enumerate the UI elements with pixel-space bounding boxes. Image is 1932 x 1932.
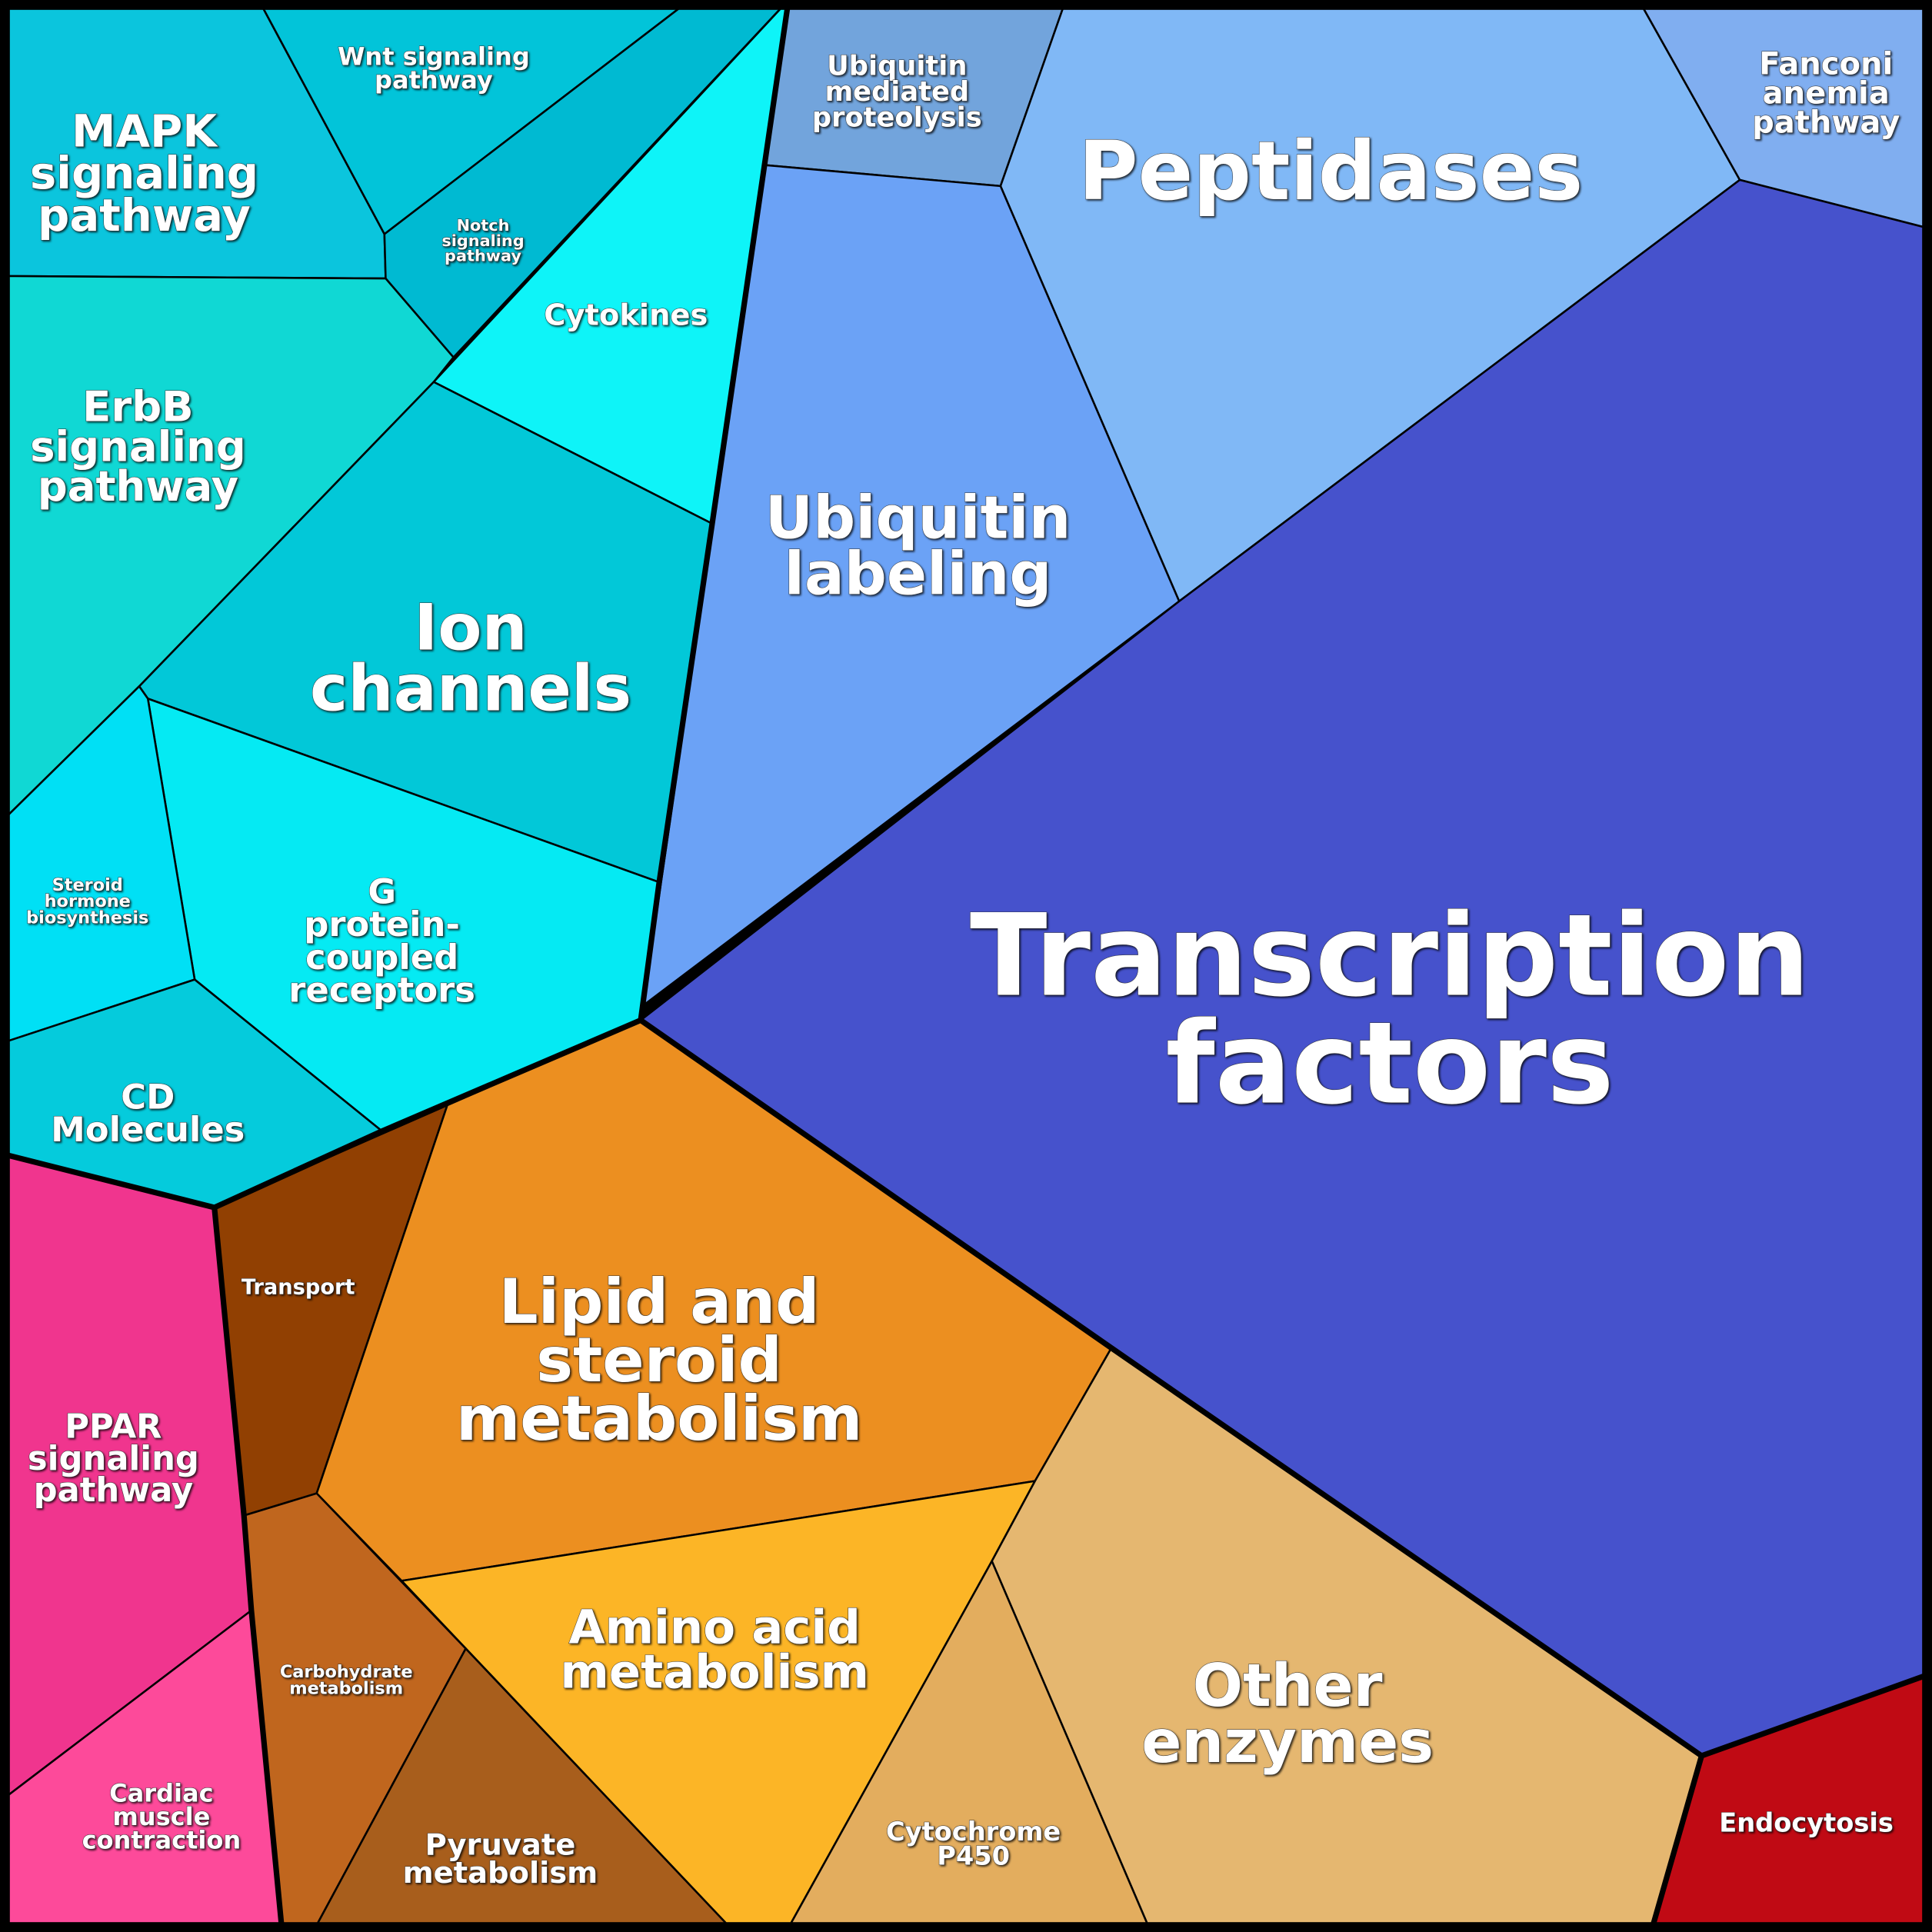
label-line: Notch — [457, 216, 510, 235]
label-line: mediated — [824, 76, 969, 108]
label-line: metabolism — [560, 1644, 869, 1699]
label-line: channels — [310, 651, 631, 725]
cell-steroid — [0, 685, 196, 1045]
label-line: ErbB — [82, 382, 194, 431]
label-line: coupled — [305, 937, 458, 978]
label-line: Amino acid — [569, 1600, 861, 1654]
cell-pyruvate — [311, 1647, 736, 1932]
label-line: Other — [1193, 1652, 1383, 1720]
label-line: Transcription — [970, 889, 1810, 1021]
label-line: pathway — [375, 65, 493, 95]
group-border — [0, 1017, 644, 1211]
label-line: biosynthesis — [26, 908, 148, 928]
label-line: Cytochrome — [886, 1817, 1061, 1847]
label-line: Peptidases — [1078, 124, 1583, 218]
label-line: metabolism — [289, 1678, 403, 1698]
label-line: signaling — [30, 147, 258, 199]
label-line: MAPK — [72, 105, 218, 157]
label-line: steroid — [536, 1324, 782, 1396]
label-line: factors — [1166, 998, 1614, 1130]
label-line: hormone — [45, 891, 131, 911]
label-line: pathway — [38, 189, 251, 242]
label-line: Ubiquitin — [765, 484, 1071, 552]
label-line: pathway — [445, 247, 521, 265]
label-line: Cardiac — [109, 1779, 213, 1808]
group-border — [1648, 1753, 1705, 1932]
label-line: Fanconi — [1759, 47, 1893, 82]
label-line: protein- — [304, 904, 460, 944]
label-line: Ubiquitin — [827, 51, 967, 82]
label-line: labeling — [784, 540, 1052, 608]
label-line: Cytokines — [544, 298, 708, 332]
label-line: Ion — [414, 590, 528, 665]
label-line: P450 — [937, 1841, 1010, 1871]
label-line: contraction — [82, 1825, 242, 1854]
label-line: pathway — [38, 461, 238, 511]
label-line: signaling — [30, 421, 246, 471]
label-line: Endocytosis — [1719, 1808, 1894, 1838]
cell-cyp — [784, 1560, 1152, 1932]
label-line: Carbohydrate — [280, 1662, 413, 1682]
label-line: Pyruvate — [425, 1827, 576, 1862]
label-line: G — [368, 871, 396, 912]
label-cytokines: Cytokines — [544, 298, 708, 332]
label-line: metabolism — [456, 1383, 863, 1454]
label-line: Molecules — [51, 1109, 245, 1150]
label-line: receptors — [288, 969, 475, 1010]
label-line: anemia — [1763, 76, 1890, 112]
label-endocytosis: Endocytosis — [1719, 1808, 1894, 1838]
label-line: Steroid — [52, 875, 123, 895]
label-line: Transport — [242, 1275, 355, 1299]
label-line: signaling — [441, 232, 524, 250]
label-transport: Transport — [242, 1275, 355, 1299]
label-line: PPAR — [65, 1408, 162, 1447]
cell-cardiac — [0, 1609, 284, 1932]
label-peptidases: Peptidases — [1078, 124, 1583, 218]
cell-fanconi — [1637, 0, 1932, 231]
label-line: pathway — [1752, 105, 1900, 141]
label-line: signaling — [28, 1440, 199, 1478]
label-line: metabolism — [403, 1856, 598, 1890]
label-line: muscle — [112, 1802, 210, 1831]
label-line: pathway — [34, 1471, 194, 1510]
group-border — [212, 1204, 285, 1932]
label-line: proteolysis — [812, 102, 982, 134]
label-line: enzymes — [1141, 1708, 1434, 1777]
label-line: Wnt signaling — [338, 42, 530, 71]
label-line: CD — [121, 1077, 175, 1118]
label-line: Lipid and — [499, 1266, 820, 1337]
